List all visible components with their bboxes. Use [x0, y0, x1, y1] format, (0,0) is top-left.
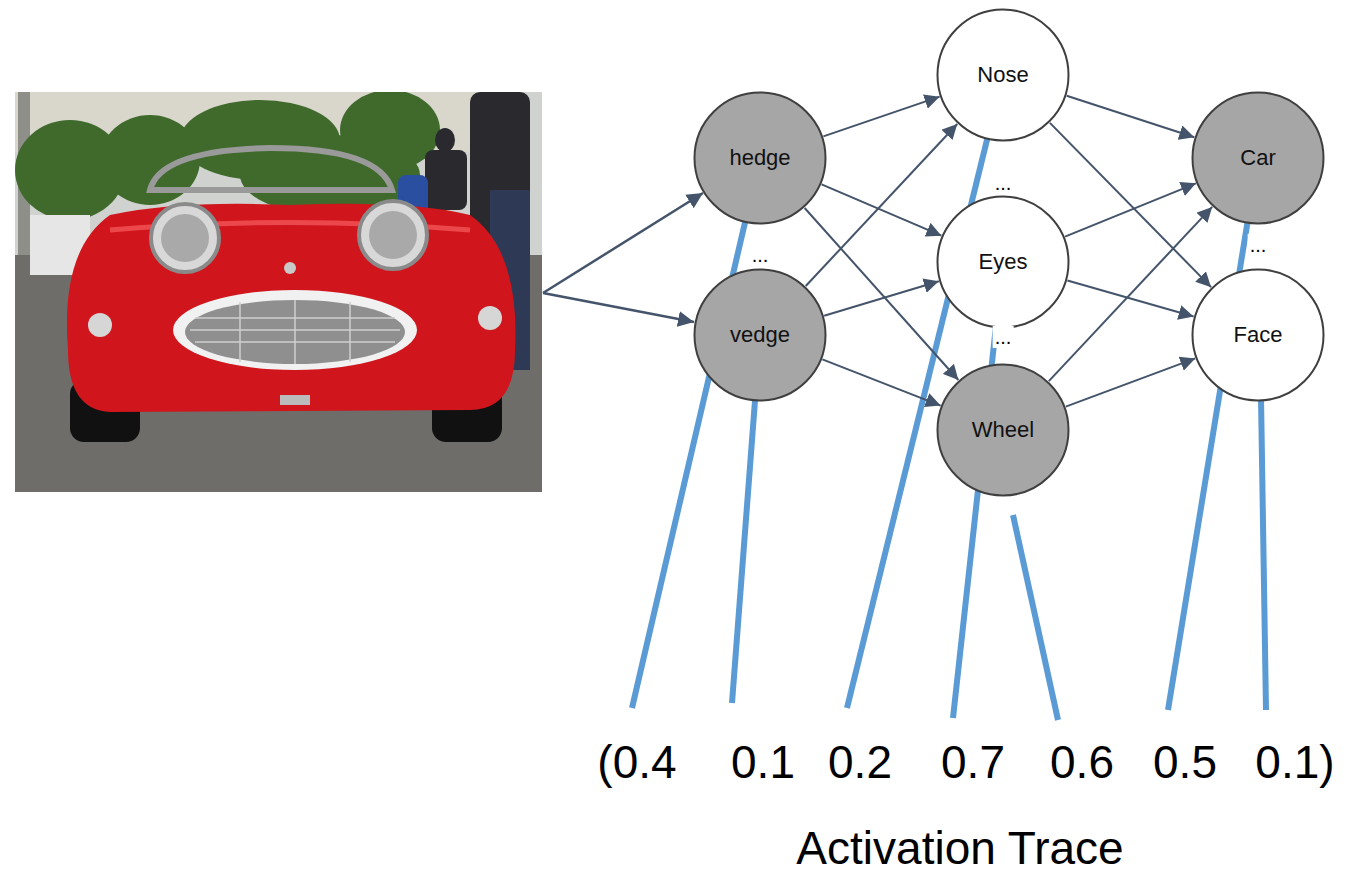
car-body — [67, 148, 516, 442]
neuron-label: vedge — [730, 322, 790, 348]
neuron-label: hedge — [729, 145, 790, 171]
circle-outline — [693, 91, 827, 225]
trace-value: 0.7 — [939, 737, 1007, 788]
arrow-connector — [822, 359, 940, 405]
photo-sky — [15, 92, 542, 492]
circle-shape — [938, 10, 1069, 141]
trace-value: 0.5 — [1151, 737, 1219, 788]
neuron-circle: Nose — [936, 8, 1070, 142]
arrow-connector — [806, 124, 958, 286]
circle-outline — [936, 363, 1070, 497]
trace-value: 0.6 — [1048, 737, 1116, 788]
input-arrows — [543, 193, 703, 322]
ellipsis: ... — [993, 172, 1014, 194]
car-photo — [15, 92, 542, 492]
circle-shape — [1193, 93, 1324, 224]
circle-outline — [1191, 268, 1325, 402]
circle-outline — [1191, 91, 1325, 225]
neuron-circle: Wheel — [936, 363, 1070, 497]
photo-trees — [15, 92, 440, 220]
arrow-connector — [1049, 207, 1212, 381]
trace-title: Activation Trace — [794, 823, 1125, 874]
trace-value: (0.4 — [595, 737, 678, 788]
input-arrow — [543, 293, 694, 322]
neuron-label: Wheel — [972, 417, 1034, 443]
circle-outline — [936, 8, 1070, 142]
arrow-connector — [1066, 358, 1195, 406]
neuron-label: Eyes — [979, 249, 1028, 275]
leader-line — [632, 158, 760, 708]
arrow-connector — [1067, 96, 1195, 138]
arrow-connector — [805, 208, 959, 380]
circle-shape — [938, 197, 1069, 328]
leader-line — [732, 335, 760, 703]
arrow-connector — [824, 281, 939, 315]
trace-leaders — [632, 75, 1266, 720]
input-arrow — [543, 193, 703, 293]
neuron-circle: Face — [1191, 268, 1325, 402]
arrow-connector — [822, 184, 942, 235]
ellipsis: ... — [1248, 234, 1269, 256]
neuron-circle: Car — [1191, 91, 1325, 225]
circle-shape — [1193, 270, 1324, 401]
circle-shape — [695, 270, 826, 401]
neuron-label: Nose — [977, 62, 1028, 88]
leader-line — [1013, 515, 1058, 720]
circle-outline — [693, 268, 827, 402]
leader-line — [847, 75, 1003, 708]
neuron-circle: Eyes — [936, 195, 1070, 329]
neuron-label: Car — [1240, 145, 1275, 171]
trace-value: 0.1) — [1253, 737, 1336, 788]
arrow-connector — [1067, 280, 1193, 316]
circle-shape — [938, 365, 1069, 496]
trace-value: 0.1 — [729, 737, 797, 788]
neuron-circle: vedge — [693, 268, 827, 402]
neuron-label: Face — [1234, 322, 1283, 348]
circle-shape — [695, 93, 826, 224]
leader-line — [1260, 335, 1266, 710]
ellipsis: ... — [750, 244, 771, 266]
ellipsis: ... — [993, 326, 1014, 348]
circle-outline — [936, 195, 1070, 329]
neuron-circle: hedge — [693, 91, 827, 225]
arrow-connector — [823, 97, 939, 137]
trace-value: 0.2 — [826, 737, 894, 788]
leader-line — [953, 262, 1003, 718]
arrow-connector — [1065, 183, 1196, 236]
arrow-connector — [1050, 123, 1211, 287]
